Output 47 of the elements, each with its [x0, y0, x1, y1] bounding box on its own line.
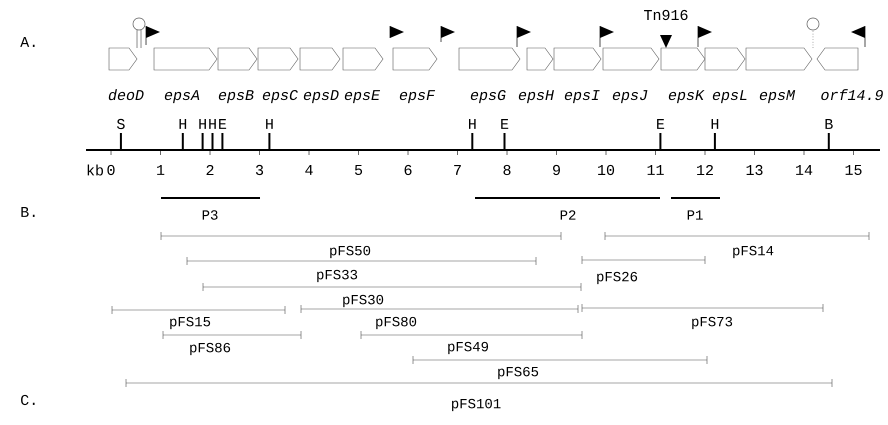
tick-label: 6 — [404, 164, 412, 176]
tick-label: 9 — [553, 164, 560, 176]
clone-fragment: pFS49 — [360, 330, 582, 354]
clone-fragment: pFS73 — [582, 304, 824, 330]
axis-unit: kb — [88, 164, 103, 176]
site-label: S — [117, 118, 125, 130]
site-label: H — [712, 119, 718, 129]
probe-bar: P2 — [475, 197, 660, 220]
tick-label: 0 — [107, 164, 115, 176]
tick-label: 15 — [846, 164, 862, 175]
site-label: H — [469, 119, 476, 129]
site-label: B — [826, 119, 833, 129]
clone-fragment: pFS101 — [126, 378, 832, 412]
tick-label: 1 — [157, 165, 164, 175]
probe-bar: P3 — [161, 197, 260, 220]
tick-label: 13 — [746, 164, 763, 176]
clone-fragment: pFS15 — [112, 306, 286, 330]
site-label: E — [501, 119, 508, 129]
panel-label: A. — [20, 37, 35, 47]
tick-label: 7 — [454, 165, 461, 175]
clone-fragment: pFS14 — [604, 232, 870, 258]
tick-label: 14 — [796, 165, 812, 175]
clone-fragment: pFS50 — [160, 232, 562, 258]
site-label: H — [209, 119, 216, 129]
tick-label: 12 — [697, 164, 713, 175]
site-label: E — [219, 119, 226, 129]
clone-fragment: pFS30 — [202, 282, 582, 308]
clone-fragment: pFS33 — [186, 256, 536, 282]
tick-label: 3 — [256, 164, 264, 176]
site-label: H — [266, 119, 273, 129]
tick-label: 11 — [648, 165, 664, 175]
tick-label: 2 — [206, 164, 214, 175]
tick-label: 5 — [354, 164, 362, 175]
site-label: H — [199, 119, 206, 129]
tick-label: 8 — [503, 164, 511, 176]
site-label: E — [657, 119, 664, 129]
clone-fragment: pFS65 — [412, 356, 708, 380]
panel-label: B. — [21, 207, 35, 217]
probe-bar: P1 — [671, 197, 720, 220]
tick-label: 10 — [598, 164, 614, 176]
transposon-insertion: Tn916 — [644, 10, 688, 48]
clone-fragment: pFS86 — [162, 330, 302, 356]
tick-label: 4 — [305, 165, 313, 175]
clone-fragment: pFS80 — [300, 304, 578, 330]
site-label: H — [180, 119, 186, 129]
clone-fragment: pFS26 — [582, 256, 706, 284]
panel-label: C. — [21, 394, 35, 406]
